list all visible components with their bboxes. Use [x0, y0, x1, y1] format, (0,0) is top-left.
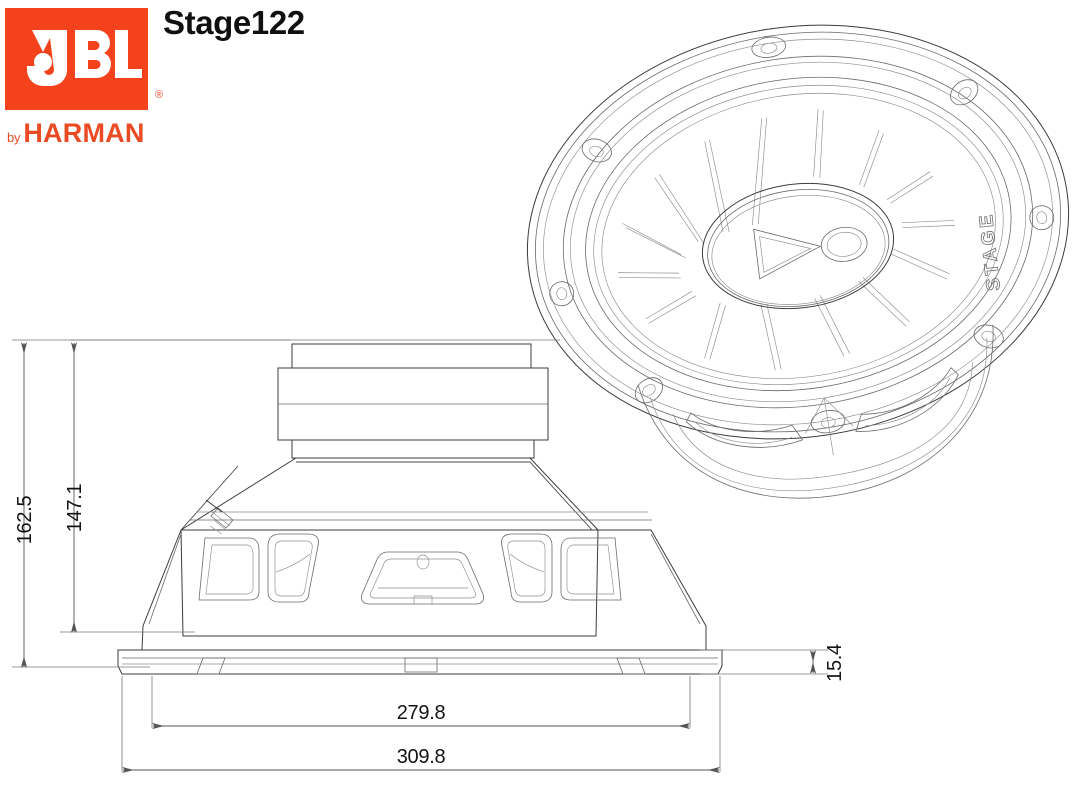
- dimension-flange-thickness-value: 15.4: [824, 644, 846, 682]
- dimension-body-height: 147.1: [64, 342, 86, 633]
- harman-endorsement: by HARMAN: [7, 120, 145, 147]
- front-view-basket: [637, 324, 994, 499]
- triangle-logo-icon: [753, 228, 822, 280]
- basket-window-left-outer: [198, 537, 260, 601]
- basket-window-center: [361, 551, 484, 605]
- dimension-overall-width: 309.8: [122, 746, 720, 774]
- dimension-flange-thickness: 15.4: [700, 644, 846, 682]
- dimension-annotations: 162.5 147.1 15.4: [12, 339, 846, 774]
- mounting-boss: [549, 36, 1055, 434]
- side-view-group: [117, 343, 723, 675]
- registered-trademark-icon: ®: [155, 89, 164, 101]
- stage-wordmark: STAGE: [976, 211, 1005, 292]
- dimension-body-height-value: 147.1: [64, 484, 86, 533]
- jbl-logo-mark: [5, 8, 148, 110]
- dust-cap: [701, 182, 895, 310]
- harman-wordmark: HARMAN: [23, 118, 145, 148]
- dimension-overall-width-value: 309.8: [397, 746, 446, 768]
- circle-logo-icon: [820, 226, 868, 262]
- cone-ribs: [618, 109, 955, 371]
- basket-window-right-outer: [560, 537, 622, 601]
- speaker-terminal: [205, 499, 234, 535]
- cone-brand-text: STAGE: [975, 210, 1005, 292]
- by-label: by: [7, 130, 21, 145]
- page-title: Stage122: [163, 4, 305, 41]
- brand-block: ® by HARMAN: [5, 8, 163, 147]
- basket-window-right-main: [501, 533, 553, 603]
- front-view-group: STAGE: [526, 24, 1070, 499]
- dimension-mounting-width-value: 279.8: [397, 702, 446, 724]
- dimension-mounting-width: 279.8: [152, 702, 690, 730]
- dimension-overall-height: 162.5: [14, 342, 36, 668]
- dimension-overall-height-value: 162.5: [14, 496, 36, 545]
- basket-window-left-main: [267, 533, 319, 603]
